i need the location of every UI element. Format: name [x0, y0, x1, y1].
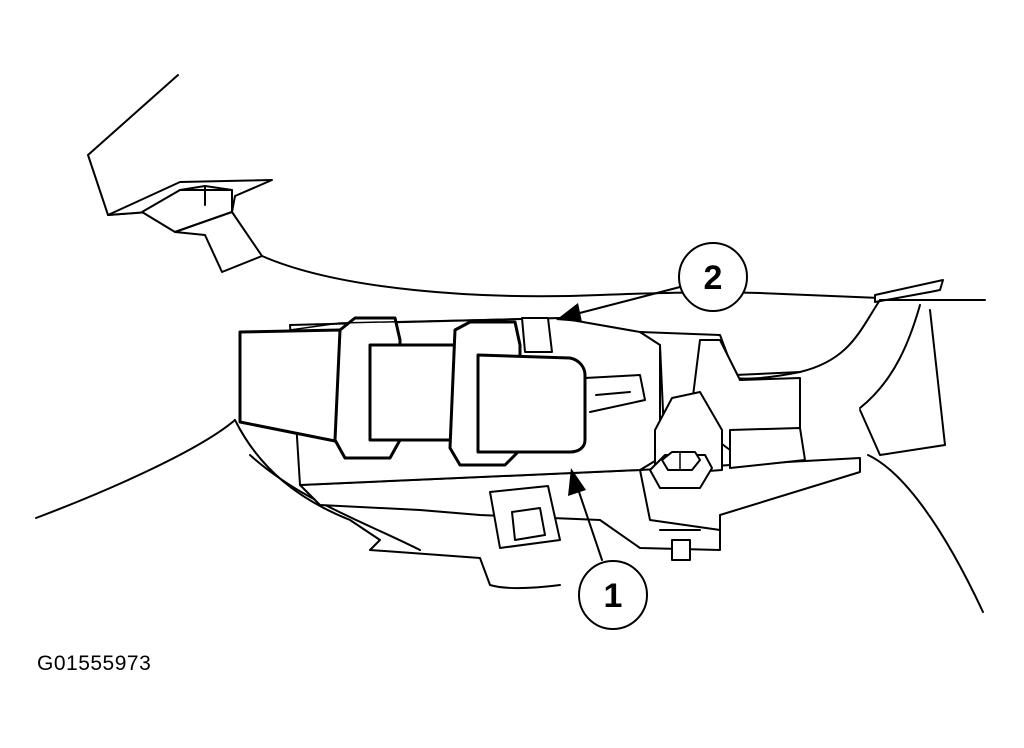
connector-body — [238, 316, 646, 467]
callout-1: 1 — [568, 468, 648, 630]
right-bracket — [711, 279, 986, 613]
upper-housing-panel — [87, 74, 273, 273]
figure-id-label: G01555973 — [37, 652, 152, 675]
callout-2-label: 2 — [704, 259, 723, 297]
mounting-bolt — [649, 451, 713, 561]
retaining-clip — [489, 485, 561, 549]
connector-locking-tab — [521, 317, 553, 353]
callout-1-label: 1 — [604, 577, 623, 615]
callout-2: 2 — [556, 242, 748, 322]
